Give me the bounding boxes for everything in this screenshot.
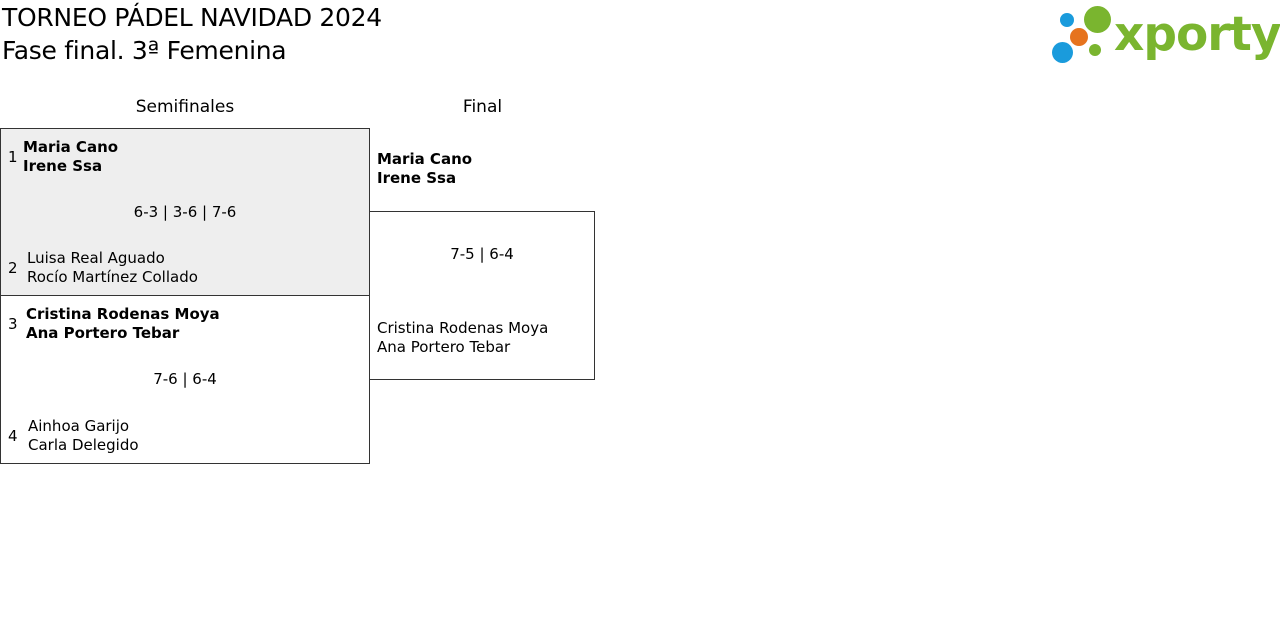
phase-subtitle: Fase final. 3ª Femenina: [2, 36, 287, 65]
player-name: Ainhoa Garijo: [28, 417, 130, 435]
player-name: Ana Portero Tebar: [26, 324, 180, 342]
semifinal-match-2[interactable]: 3 Cristina Rodenas Moya Ana Portero Teba…: [0, 295, 370, 464]
round-label-final: Final: [462, 97, 503, 117]
player-name: Cristina Rodenas Moya: [26, 305, 220, 323]
player-name: Irene Ssa: [377, 169, 457, 187]
final-team-top[interactable]: Maria Cano Irene Ssa: [377, 150, 472, 188]
seed-number: 3: [8, 315, 18, 333]
player-name: Ana Portero Tebar: [377, 338, 511, 356]
team-top[interactable]: Maria Cano Irene Ssa: [23, 138, 118, 176]
player-name: Carla Delegido: [28, 436, 139, 454]
final-team-bottom[interactable]: Cristina Rodenas Moya Ana Portero Tebar: [377, 319, 548, 357]
semifinal-match-1[interactable]: 1 Maria Cano Irene Ssa 6-3 | 3-6 | 7-6 2…: [0, 128, 370, 296]
match-score: 7-6 | 6-4: [153, 370, 217, 388]
round-label-semifinals: Semifinales: [135, 97, 235, 117]
logo-dot-orange: [1070, 28, 1088, 46]
logo-wordmark: xporty: [1114, 7, 1280, 62]
player-name: Maria Cano: [377, 150, 473, 168]
logo-dot-green: [1084, 6, 1111, 33]
xporty-logo[interactable]: xporty: [1052, 4, 1280, 66]
seed-number: 4: [8, 427, 18, 445]
team-top[interactable]: Cristina Rodenas Moya Ana Portero Tebar: [26, 305, 220, 343]
player-name: Irene Ssa: [23, 157, 103, 175]
team-bottom[interactable]: Luisa Real Aguado Rocío Martínez Collado: [27, 249, 198, 287]
player-name: Cristina Rodenas Moya: [377, 319, 549, 337]
final-match[interactable]: 7-5 | 6-4 Cristina Rodenas Moya Ana Port…: [369, 211, 595, 380]
seed-number: 2: [8, 259, 18, 277]
player-name: Rocío Martínez Collado: [27, 268, 198, 286]
logo-dot-blue-large: [1052, 42, 1073, 63]
team-bottom[interactable]: Ainhoa Garijo Carla Delegido: [28, 417, 139, 455]
player-name: Luisa Real Aguado: [27, 249, 165, 267]
seed-number: 1: [8, 148, 18, 166]
match-score: 7-5 | 6-4: [450, 245, 514, 263]
match-score: 6-3 | 3-6 | 7-6: [133, 203, 237, 221]
logo-dot-green-small: [1089, 44, 1101, 56]
logo-dot-blue-small: [1060, 13, 1074, 27]
tournament-title: TORNEO PÁDEL NAVIDAD 2024: [2, 3, 382, 32]
player-name: Maria Cano: [23, 138, 119, 156]
